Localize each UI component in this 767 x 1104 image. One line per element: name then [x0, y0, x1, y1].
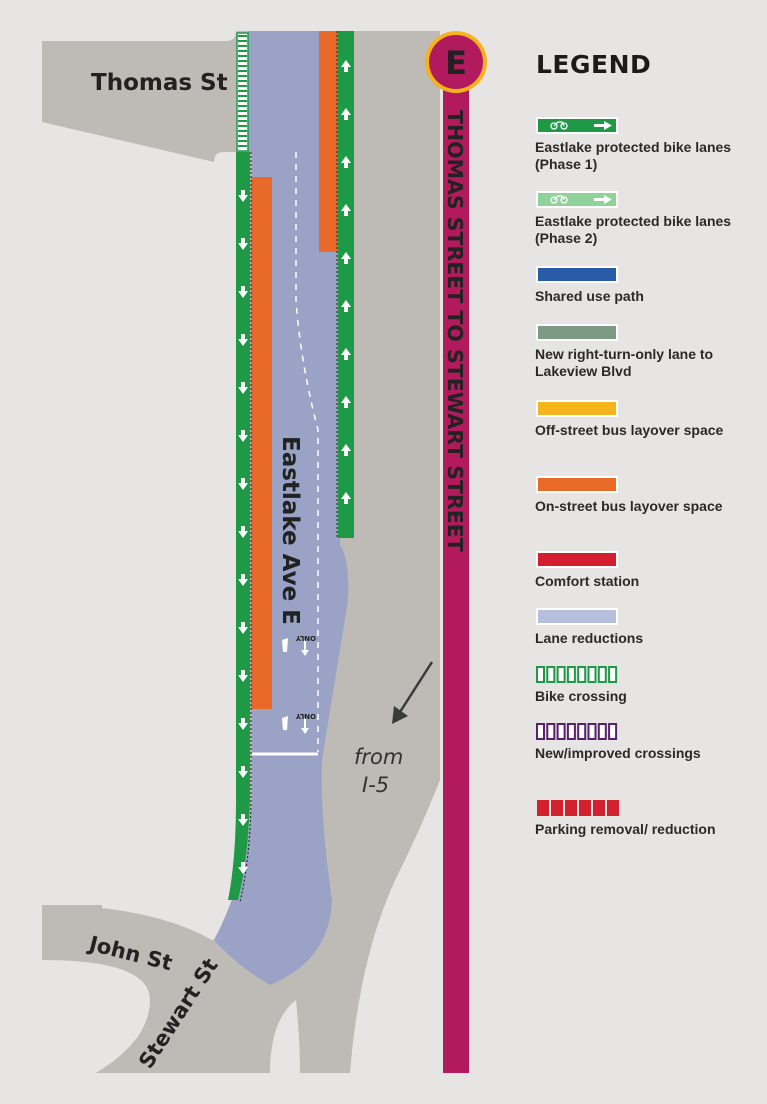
from-label: from: [354, 745, 403, 769]
legend-label-offstreet: Off-street bus layover space: [535, 422, 724, 438]
legend-swatch-crossings: [536, 723, 618, 741]
from-i5-arrow-head: [392, 706, 408, 724]
bike-arrow-icon: [550, 121, 612, 130]
southbound-arrow-icon: [238, 334, 248, 346]
southbound-arrow-icon: [238, 526, 248, 538]
southbound-arrow-icon: [238, 574, 248, 586]
segment-badge-letter: E: [445, 44, 467, 82]
legend-label-rightturn: New right-turn-only lane to Lakeview Blv…: [535, 346, 714, 379]
southbound-arrow-icon: [238, 718, 248, 730]
legend-swatch-offstreet: [536, 400, 618, 417]
i5-label: I-5: [362, 773, 389, 797]
stewart-st-road: [150, 985, 350, 1073]
legend-swatch-bikecross: [536, 666, 618, 684]
southbound-arrow-icon: [238, 430, 248, 442]
john-st-road-end: [42, 905, 102, 960]
southbound-arrow-icon: [238, 814, 248, 826]
bike-lane-left: [228, 152, 252, 903]
northbound-arrow-icon: [341, 156, 351, 168]
legend-label-comfort: Comfort station: [535, 573, 640, 589]
legend-label-bikecross: Bike crossing: [535, 688, 627, 704]
northbound-arrow-icon: [341, 252, 351, 264]
legend-swatch-rightturn: [536, 324, 618, 341]
southbound-arrow-icon: [238, 670, 248, 682]
bus-layover-lower: [251, 177, 272, 709]
legend-label-lanered: Lane reductions: [535, 630, 644, 646]
northbound-arrow-icon: [341, 60, 351, 72]
lane-only-marking-1: ONLY: [295, 634, 316, 642]
legend-label-onstreet: On-street bus layover space: [535, 498, 723, 514]
legend-label-crossings: New/improved crossings: [535, 745, 701, 761]
bike-crossing-thomas: [236, 32, 249, 152]
thomas-st-road-body: [42, 41, 242, 122]
northbound-arrow-icon: [341, 396, 351, 408]
segment-label: THOMAS STREET TO STEWART STREET: [443, 110, 467, 552]
segment-bar: [443, 84, 469, 1073]
segment-badge: [429, 35, 483, 89]
turn-markings: [282, 638, 309, 734]
northbound-arrow-icon: [341, 108, 351, 120]
southbound-arrow-icon: [238, 190, 248, 202]
traffic-island: [270, 1000, 300, 1073]
southbound-arrow-icon: [238, 286, 248, 298]
northbound-arrow-icon: [341, 204, 351, 216]
legend-swatch-onstreet: [536, 476, 618, 493]
bus-layover-upper: [319, 31, 339, 252]
bike-lane-right: [336, 31, 354, 538]
legend-label-parking: Parking removal/ reduction: [535, 821, 716, 837]
lane-only-marking-2: ONLY: [295, 712, 316, 720]
eastlake-label: Eastlake Ave E: [277, 436, 303, 625]
legend-swatch-shared: [536, 266, 618, 283]
northbound-arrow-icon: [341, 348, 351, 360]
southbound-arrow-icon: [238, 622, 248, 634]
legend-swatch-lanered: [536, 608, 618, 625]
legend-title: LEGEND: [536, 50, 652, 79]
thomas-st-label: Thomas St: [91, 70, 228, 96]
legend-label-phase1: Eastlake protected bike lanes (Phase 1): [535, 139, 732, 172]
northbound-arrow-icon: [341, 492, 351, 504]
southbound-arrow-icon: [238, 238, 248, 250]
legend-swatch-phase2: [536, 191, 618, 208]
southbound-arrow-icon: [238, 862, 248, 874]
from-i5-arrow-line: [398, 661, 434, 713]
southbound-arrow-icon: [238, 382, 248, 394]
northbound-arrow-icon: [341, 444, 351, 456]
legend-swatch-comfort: [536, 551, 618, 568]
lane-reduction-area: [214, 31, 349, 985]
bike-arrow-icon: [550, 195, 612, 204]
southbound-arrow-icon: [238, 766, 248, 778]
legend-label-shared: Shared use path: [535, 288, 644, 304]
legend-swatch-parking: [536, 799, 619, 817]
southbound-arrow-icon: [238, 478, 248, 490]
legend-label-phase2: Eastlake protected bike lanes (Phase 2): [535, 213, 732, 246]
legend-swatch-phase1: [536, 117, 618, 134]
northbound-arrow-icon: [341, 300, 351, 312]
